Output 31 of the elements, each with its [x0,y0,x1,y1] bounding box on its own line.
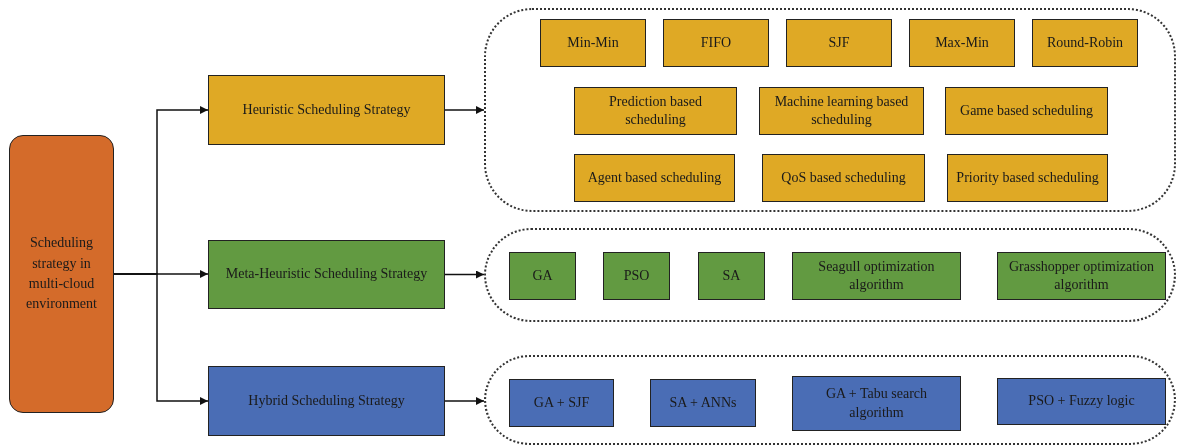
process-box: SA + ANNs [650,379,756,427]
process-box: GA [509,252,576,300]
group-container [484,8,1176,212]
arrow [113,273,209,405]
process-box: Agent based scheduling [574,154,735,202]
arrow [444,270,485,279]
root-box: Scheduling strategy in multi-cloud environment [9,135,114,413]
process-box: SA [698,252,765,300]
process-box: GA + SJF [509,379,614,427]
process-box: Heuristic Scheduling Strategy [208,75,445,145]
process-box: Seagull optimization algorithm [792,252,961,300]
group-container [484,355,1176,445]
process-box: Machine learning based scheduling [759,87,924,135]
process-box: Round-Robin [1032,19,1138,67]
process-box: Hybrid Scheduling Strategy [208,366,445,436]
process-box: PSO [603,252,670,300]
arrow [444,106,485,114]
process-box: SJF [786,19,892,67]
process-box: Grasshopper optimization algorithm [997,252,1166,300]
process-box: Priority based scheduling [947,154,1108,202]
process-box: GA + Tabu search algorithm [792,376,961,431]
group-container [484,228,1176,322]
process-box: Prediction based scheduling [574,87,737,135]
process-box: Game based scheduling [945,87,1108,135]
process-box: Min-Min [540,19,646,67]
process-box: Max-Min [909,19,1015,67]
process-box: QoS based scheduling [762,154,925,202]
arrow [444,397,485,405]
process-box: Meta-Heuristic Scheduling Strategy [208,240,445,309]
process-box: FIFO [663,19,769,67]
process-box: PSO + Fuzzy logic [997,378,1166,425]
